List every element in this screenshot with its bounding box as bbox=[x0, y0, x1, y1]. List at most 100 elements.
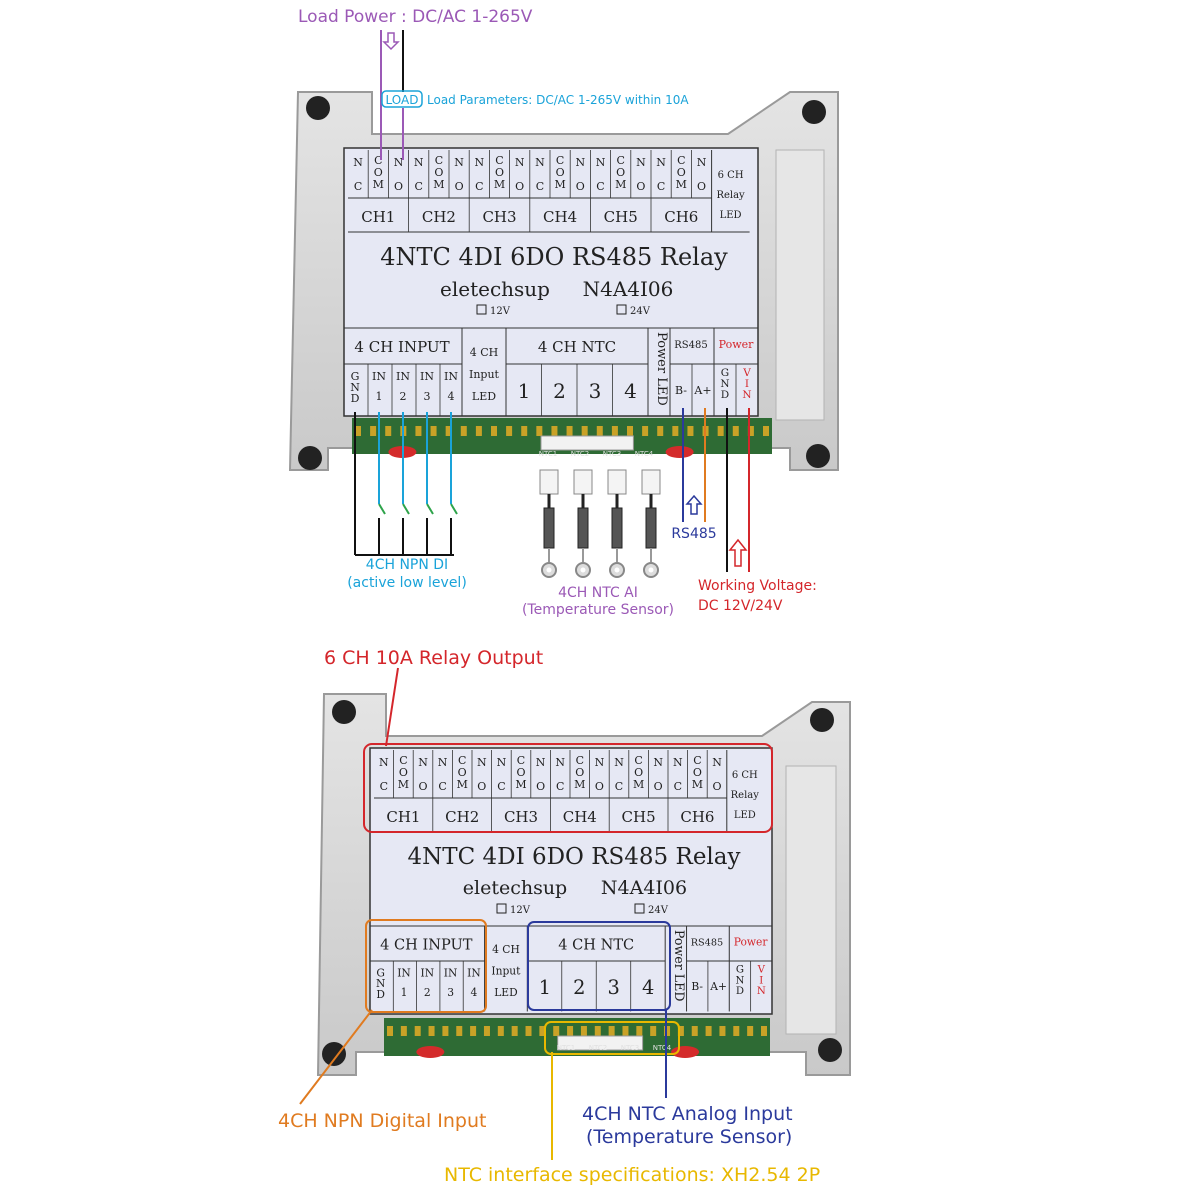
top-relay-term: COM bbox=[615, 154, 626, 191]
bottom-relay-term-char: C bbox=[674, 780, 682, 793]
bottom-pcb-pin bbox=[664, 1026, 671, 1036]
top-pcb-pin bbox=[385, 426, 392, 436]
input-callout-line bbox=[299, 1009, 373, 1105]
bottom-pcb-pin bbox=[456, 1026, 463, 1036]
load-power-label: Load Power : DC/AC 1-265V bbox=[298, 7, 533, 27]
top-ntc-number: 4 bbox=[624, 379, 637, 403]
top-pcb-ntc-label: NTC1 bbox=[539, 450, 557, 458]
top-pcb-pin bbox=[596, 426, 603, 436]
top-input-term: IN2 bbox=[396, 370, 410, 403]
bottom-input-led-label: LED bbox=[494, 986, 517, 999]
di-switch-icon bbox=[426, 503, 434, 515]
top-relay-term-char: O bbox=[495, 166, 504, 179]
bottom-channel-label: CH1 bbox=[386, 808, 420, 826]
bottom-relay-term-char: O bbox=[418, 780, 427, 793]
top-power-term-char: V bbox=[742, 367, 751, 379]
ntc-plug bbox=[607, 469, 627, 495]
bottom-input-term-char: 2 bbox=[424, 986, 431, 999]
top-relay-term-char: M bbox=[554, 178, 565, 191]
top-pcb-pin bbox=[460, 426, 467, 436]
ntc-highlight-box bbox=[527, 921, 671, 1011]
top-relay-term-char: O bbox=[515, 180, 524, 193]
top-pcb-pin bbox=[566, 426, 573, 436]
top-relay-term-char: O bbox=[576, 180, 585, 193]
top-pcb-pin bbox=[732, 426, 739, 436]
top-hole-bl bbox=[298, 446, 322, 470]
bottom-channel-label: CH5 bbox=[622, 808, 656, 826]
top-relay-term-char: O bbox=[455, 180, 464, 193]
bottom-pcb-pin bbox=[705, 1026, 712, 1036]
top-relay-term-char: O bbox=[697, 180, 706, 193]
top-pcb-pin bbox=[611, 426, 618, 436]
top-pcb-pin bbox=[551, 426, 558, 436]
bottom-relay-term-char: C bbox=[458, 754, 466, 767]
bottom-relay-term: NC bbox=[379, 756, 389, 793]
top-hole-tl bbox=[306, 96, 330, 120]
working-voltage-2: DC 12V/24V bbox=[698, 598, 783, 614]
rs485-label: RS485 bbox=[671, 526, 716, 542]
bottom-rs485-term: B- bbox=[691, 980, 703, 993]
top-relay-term-char: C bbox=[414, 180, 422, 193]
top-relay-term-char: C bbox=[657, 180, 665, 193]
bottom-relay-term-char: N bbox=[497, 756, 507, 769]
bottom-pcb-pin bbox=[733, 1026, 740, 1036]
top-relay-term-char: N bbox=[656, 156, 666, 169]
top-pcb-ntc-label: NTC4 bbox=[635, 450, 654, 458]
top-pcb-pin bbox=[672, 426, 679, 436]
top-relay-term: COM bbox=[433, 154, 444, 191]
top-pcb-pin bbox=[536, 426, 543, 436]
top-relay-term-char: C bbox=[677, 154, 685, 167]
load-params-label: Load Parameters: DC/AC 1-265V within 10A bbox=[427, 93, 689, 107]
ntc-ring-hole bbox=[648, 567, 654, 573]
bottom-relay-term-char: O bbox=[634, 766, 643, 779]
top-relay-term-char: O bbox=[556, 166, 565, 179]
bottom-pcb-pin bbox=[594, 1026, 601, 1036]
ntc-ring-hole bbox=[546, 567, 552, 573]
di-switch-icon bbox=[402, 503, 410, 515]
top-input-term-char: D bbox=[351, 392, 360, 405]
top-relay-term-char: N bbox=[454, 156, 464, 169]
di-switch-icon bbox=[450, 503, 458, 515]
top-rs485-term: B- bbox=[675, 384, 687, 397]
top-power-term-char: D bbox=[721, 389, 729, 401]
top-title: 4NTC 4DI 6DO RS485 Relay bbox=[380, 243, 728, 271]
bottom-relay-led-label: LED bbox=[734, 810, 756, 821]
bottom-relay-term-char: C bbox=[693, 754, 701, 767]
top-ntc-sockets bbox=[540, 435, 634, 451]
top-relay-term-char: C bbox=[596, 180, 604, 193]
top-input-term-char: 1 bbox=[376, 390, 383, 403]
top-pcb-pin bbox=[445, 426, 452, 436]
top-relay-term-char: M bbox=[615, 178, 626, 191]
top-brand: eletechsup bbox=[440, 277, 550, 301]
bottom-ntc-number: 3 bbox=[608, 976, 620, 999]
input-highlight-box bbox=[365, 919, 487, 1013]
top-channel-label: CH6 bbox=[664, 208, 698, 226]
ntc-ai-label-2: (Temperature Sensor) bbox=[522, 602, 674, 618]
top-pcb-pin bbox=[521, 426, 528, 436]
top-power-term-char: N bbox=[742, 389, 751, 401]
bottom-relay-term: NC bbox=[438, 756, 448, 793]
top-input-term-char: IN bbox=[372, 370, 386, 383]
top-relay-term: COM bbox=[676, 154, 687, 191]
di-label-2: (active low level) bbox=[347, 575, 467, 591]
bottom-relay-term: NO bbox=[712, 756, 722, 793]
bottom-relay-term-char: N bbox=[477, 756, 487, 769]
bottom-pcb-ntc-label: NTC2 bbox=[589, 1044, 607, 1052]
bottom-relay-term: NO bbox=[653, 756, 663, 793]
top-pcb-ntc-label: NTC2 bbox=[571, 450, 589, 458]
bottom-relay-term: NC bbox=[673, 756, 683, 793]
bottom-12v-box bbox=[496, 903, 507, 914]
top-relay-term: COM bbox=[494, 154, 505, 191]
bottom-power-led-label: Power LED bbox=[672, 930, 687, 1002]
bottom-input-term-char: IN bbox=[421, 966, 435, 979]
bottom-relay-term: NO bbox=[536, 756, 546, 793]
bottom-input-header: 4 CH INPUT bbox=[380, 936, 473, 953]
top-pcb-pin bbox=[355, 426, 361, 436]
bottom-relay-term: NC bbox=[497, 756, 507, 793]
bottom-input-led-label: 4 CH bbox=[492, 943, 520, 956]
top-relay-term-char: N bbox=[697, 156, 707, 169]
bottom-pcb-pin bbox=[747, 1026, 754, 1036]
bottom-relay-term-char: C bbox=[576, 754, 584, 767]
